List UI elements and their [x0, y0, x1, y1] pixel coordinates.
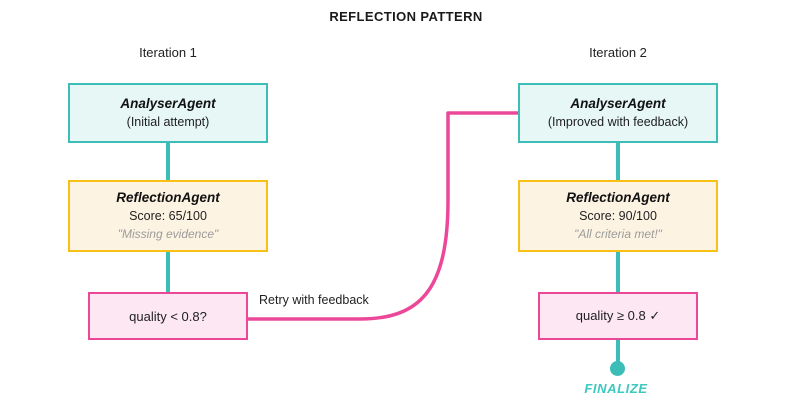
node-subtitle: (Improved with feedback) [547, 114, 689, 129]
node-score: Score: 90/100 [579, 209, 657, 224]
node-analyser-agent-iteration-2[interactable]: AnalyserAgent (Improved with feedback) [518, 83, 718, 143]
finalize-label: FINALIZE [584, 381, 648, 396]
connector-analyser-to-reflection-1 [166, 141, 170, 182]
connector-reflection-to-decision-2 [616, 250, 620, 294]
connector-decision-to-finalize [616, 338, 620, 368]
node-quote: "Missing evidence" [117, 227, 219, 242]
node-subtitle: (Initial attempt) [126, 114, 210, 129]
node-title: AnalyserAgent [570, 95, 666, 111]
node-quote: "All criteria met!" [574, 227, 662, 242]
retry-feedback-label: Retry with feedback [256, 292, 372, 308]
node-score: Score: 65/100 [129, 209, 207, 224]
node-title: ReflectionAgent [116, 190, 220, 206]
column-label-iteration-2: Iteration 2 [589, 45, 647, 60]
node-decision-iteration-2[interactable]: quality ≥ 0.8 ✓ [538, 292, 698, 340]
node-reflection-agent-iteration-1[interactable]: ReflectionAgent Score: 65/100 "Missing e… [68, 180, 268, 252]
node-decision-iteration-1[interactable]: quality < 0.8? [88, 292, 248, 340]
decision-label: quality < 0.8? [129, 308, 207, 324]
column-label-iteration-1: Iteration 1 [139, 45, 197, 60]
page-title: REFLECTION PATTERN [329, 9, 483, 24]
connector-reflection-to-decision-1 [166, 250, 170, 294]
node-analyser-agent-iteration-1[interactable]: AnalyserAgent (Initial attempt) [68, 83, 268, 143]
node-reflection-agent-iteration-2[interactable]: ReflectionAgent Score: 90/100 "All crite… [518, 180, 718, 252]
node-title: ReflectionAgent [566, 190, 670, 206]
node-title: AnalyserAgent [120, 95, 216, 111]
terminal-dot-icon [610, 361, 625, 376]
connector-analyser-to-reflection-2 [616, 141, 620, 182]
decision-label: quality ≥ 0.8 ✓ [575, 308, 661, 323]
